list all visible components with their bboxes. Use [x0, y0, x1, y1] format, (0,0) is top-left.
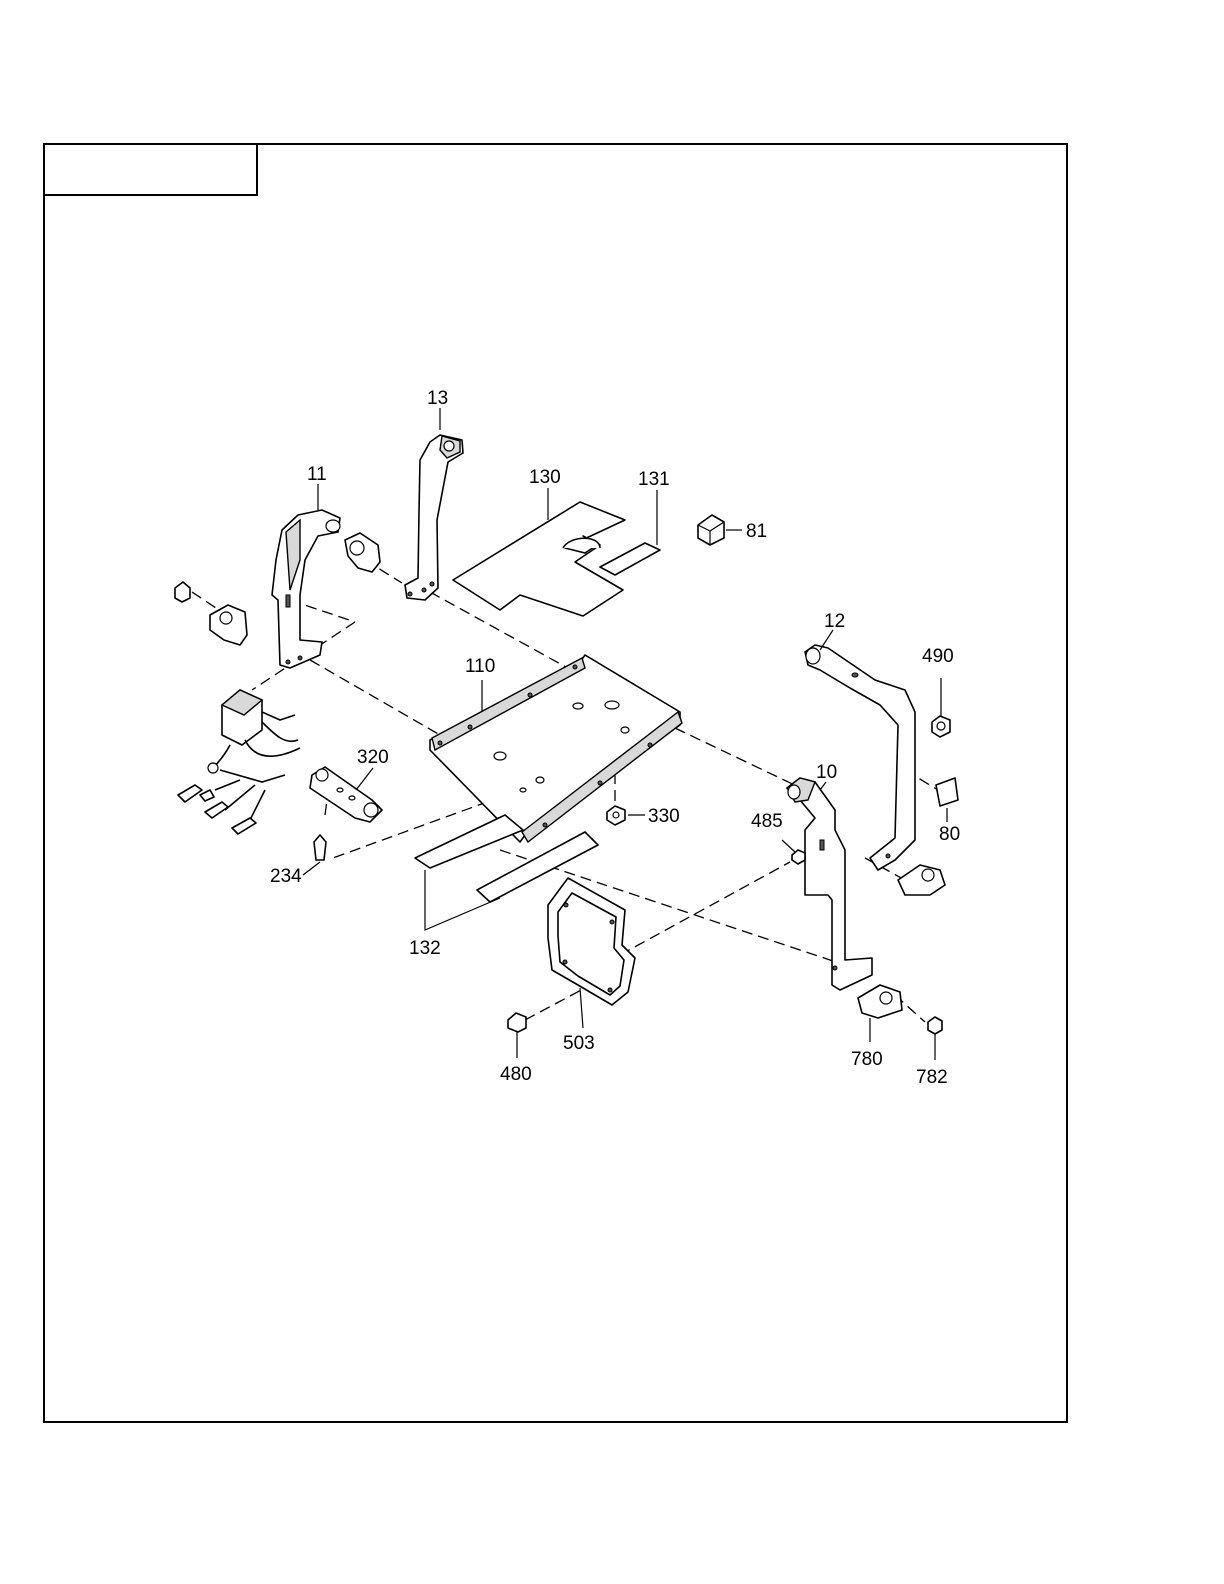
callout-132: 132	[409, 938, 441, 959]
part-81-block	[697, 514, 742, 546]
callout-131: 131	[638, 469, 670, 490]
mount-bracket-rear-left	[344, 532, 381, 573]
connector-harness	[177, 689, 301, 835]
part-10-right-upright	[786, 777, 873, 991]
part-11-left-upright	[271, 509, 341, 669]
callout-480: 480	[500, 1064, 532, 1085]
callout-110: 110	[465, 656, 495, 677]
callout-234: 234	[270, 866, 302, 887]
bolt-left	[174, 581, 191, 603]
part-110-base-plate	[429, 654, 683, 844]
callout-13: 13	[427, 388, 448, 409]
callout-503: 503	[563, 1033, 595, 1054]
callout-10: 10	[816, 762, 837, 783]
mount-bracket-left	[209, 604, 248, 646]
part-130-pad	[452, 501, 626, 617]
part-485-nut	[781, 839, 806, 865]
part-320-link-bar	[309, 766, 383, 823]
callout-780: 780	[851, 1049, 883, 1070]
part-330-nut	[606, 805, 645, 826]
callout-11: 11	[307, 464, 327, 485]
part-131-strip	[599, 542, 661, 576]
title-box	[43, 143, 258, 196]
part-80-pad	[935, 777, 959, 822]
part-480-bolt	[507, 1012, 527, 1058]
part-503-gasket	[547, 877, 636, 1006]
part-780-bracket	[857, 984, 903, 1042]
part-132-strips	[414, 814, 599, 931]
callout-12: 12	[824, 611, 845, 632]
part-12-right-strap	[804, 644, 916, 871]
callout-485: 485	[751, 811, 783, 832]
mount-bracket-right	[897, 864, 946, 896]
part-490-nut	[931, 678, 951, 738]
part-782-bolt	[927, 1016, 943, 1060]
leader-lines	[317, 408, 834, 1029]
callout-130: 130	[529, 467, 561, 488]
page-frame	[43, 143, 1068, 1423]
callout-81: 81	[746, 521, 767, 542]
callout-330: 330	[648, 806, 680, 827]
part-13-rear-upright	[404, 434, 464, 601]
callout-782: 782	[916, 1067, 948, 1088]
part-234-screw	[302, 834, 327, 876]
callout-labels: 13 11 130 131 81 12 490 110 320 10 330 4…	[270, 388, 960, 1088]
callout-320: 320	[357, 747, 389, 768]
callout-80: 80	[939, 824, 960, 845]
callout-490: 490	[922, 646, 954, 667]
